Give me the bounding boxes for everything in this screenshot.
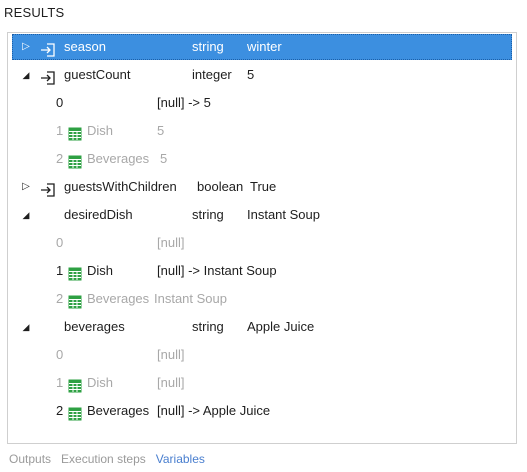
variable-row-beverages[interactable]: ◢ beverages string Apple Juice bbox=[12, 314, 512, 340]
value-row[interactable]: 2 Beverages Instant Soup bbox=[12, 286, 512, 312]
table-icon bbox=[68, 376, 82, 393]
table-icon bbox=[68, 152, 82, 169]
row-index: 2 bbox=[56, 403, 64, 418]
value-row[interactable]: 1 Dish 5 bbox=[12, 118, 512, 144]
row-value: 5 bbox=[157, 123, 165, 138]
condition-name: Beverages bbox=[87, 291, 150, 306]
table-icon bbox=[68, 124, 82, 141]
variable-enter-icon bbox=[40, 180, 56, 197]
variable-value: Instant Soup bbox=[247, 207, 320, 222]
table-icon bbox=[68, 292, 82, 309]
row-index: 2 bbox=[56, 291, 64, 306]
tab-execution-steps[interactable]: Execution steps bbox=[61, 452, 146, 466]
tab-outputs[interactable]: Outputs bbox=[9, 452, 52, 466]
value-row[interactable]: 2 Beverages [null] -> Apple Juice bbox=[12, 398, 512, 424]
variable-row-season[interactable]: ▷ season string winter bbox=[12, 34, 512, 60]
collapse-toggle-icon[interactable]: ◢ bbox=[22, 322, 30, 332]
variables-tree[interactable]: ▷ season string winter ◢ guestCount integer 5 0 [… bbox=[7, 32, 517, 444]
row-index: 0 bbox=[56, 95, 64, 110]
variable-row-desiredDish[interactable]: ◢ desiredDish string Instant Soup bbox=[12, 202, 512, 228]
variable-value: Apple Juice bbox=[247, 319, 315, 334]
row-index: 1 bbox=[56, 263, 64, 278]
variable-name: desiredDish bbox=[64, 207, 133, 222]
condition-name: Beverages bbox=[87, 403, 150, 418]
table-icon bbox=[68, 264, 82, 281]
row-value: [null] -> 5 bbox=[157, 95, 211, 110]
table-icon bbox=[68, 404, 82, 421]
value-row[interactable]: 0 [null] bbox=[12, 342, 512, 368]
expand-toggle-icon[interactable]: ▷ bbox=[22, 41, 30, 52]
row-value: [null] -> Instant Soup bbox=[157, 263, 277, 278]
row-index: 0 bbox=[56, 235, 64, 250]
results-title: RESULTS bbox=[4, 5, 65, 20]
condition-name: Dish bbox=[87, 375, 114, 390]
tab-variables[interactable]: Variables bbox=[155, 452, 205, 466]
variable-enter-icon bbox=[40, 40, 56, 57]
variable-value: winter bbox=[247, 39, 282, 54]
variable-type: string bbox=[192, 319, 224, 334]
collapse-toggle-icon[interactable]: ◢ bbox=[22, 70, 30, 80]
value-row[interactable]: 1 Dish [null] -> Instant Soup bbox=[12, 258, 512, 284]
row-index: 1 bbox=[56, 375, 64, 390]
row-value: [null] bbox=[157, 347, 185, 362]
variable-name: beverages bbox=[64, 319, 125, 334]
row-value: [null] -> Apple Juice bbox=[157, 403, 271, 418]
variable-value: 5 bbox=[247, 67, 255, 82]
row-index: 0 bbox=[56, 347, 64, 362]
value-row[interactable]: 0 [null] -> 5 bbox=[12, 90, 512, 116]
variable-type: boolean bbox=[197, 179, 244, 194]
condition-name: Dish bbox=[87, 263, 114, 278]
variable-type: string bbox=[192, 207, 224, 222]
row-value: [null] bbox=[157, 375, 185, 390]
variable-row-guestCount[interactable]: ◢ guestCount integer 5 bbox=[12, 62, 512, 88]
row-value: Instant Soup bbox=[154, 291, 227, 306]
value-row[interactable]: 2 Beverages 5 bbox=[12, 146, 512, 172]
variable-name: guestCount bbox=[64, 67, 131, 82]
expand-toggle-icon[interactable]: ▷ bbox=[22, 181, 30, 192]
condition-name: Dish bbox=[87, 123, 114, 138]
row-value: 5 bbox=[160, 151, 168, 166]
variable-name: guestsWithChildren bbox=[64, 179, 177, 194]
collapse-toggle-icon[interactable]: ◢ bbox=[22, 210, 30, 220]
row-value: [null] bbox=[157, 235, 185, 250]
condition-name: Beverages bbox=[87, 151, 150, 166]
variable-name: season bbox=[64, 39, 106, 54]
row-index: 2 bbox=[56, 151, 64, 166]
value-row[interactable]: 0 [null] bbox=[12, 230, 512, 256]
bottom-tabs: Outputs Execution steps Variables bbox=[9, 452, 215, 468]
variable-type: string bbox=[192, 39, 224, 54]
row-index: 1 bbox=[56, 123, 64, 138]
variable-row-guestsWithChildren[interactable]: ▷ guestsWithChildren boolean True bbox=[12, 174, 512, 200]
value-row[interactable]: 1 Dish [null] bbox=[12, 370, 512, 396]
variable-type: integer bbox=[192, 67, 232, 82]
variable-enter-icon bbox=[40, 68, 56, 85]
variable-value: True bbox=[250, 179, 277, 194]
